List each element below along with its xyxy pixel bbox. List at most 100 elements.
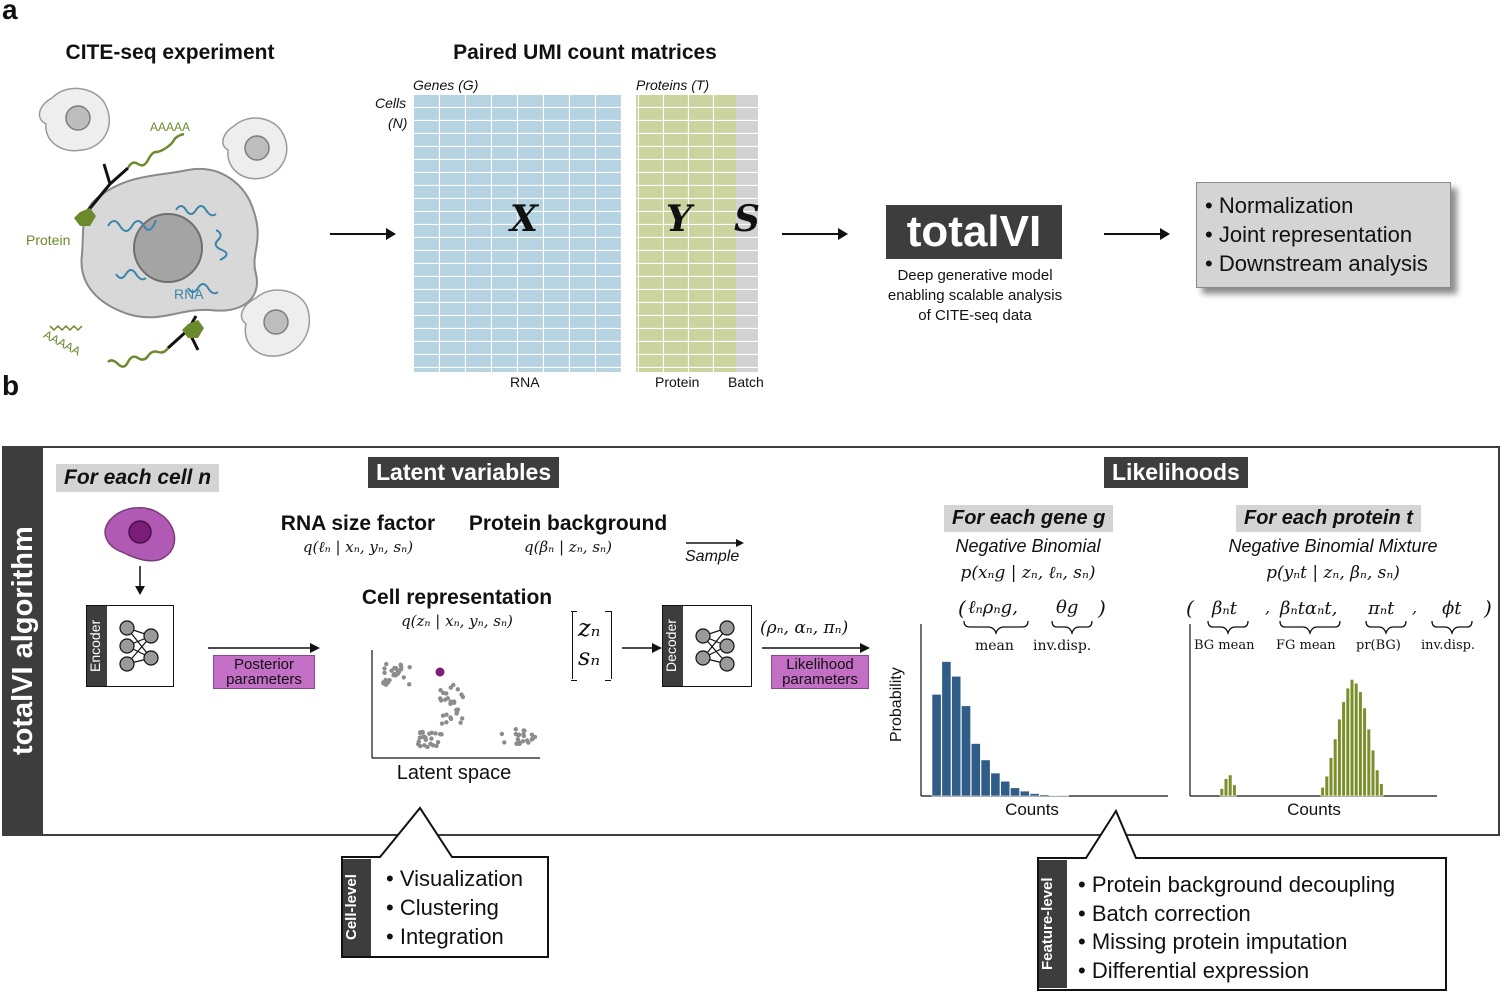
latent-point (444, 712, 449, 717)
matrix-s-symbol: S (734, 198, 760, 240)
latent-z-symbol: zₙ (578, 614, 601, 642)
protein-label: Protein (26, 232, 71, 248)
feature-level-item: Differential expression (1078, 957, 1395, 986)
outputs-box: Normalization Joint representation Downs… (1196, 182, 1451, 288)
latent-point (499, 731, 505, 737)
batch-matrix (736, 95, 758, 372)
nb-histogram-bar (1000, 780, 1011, 797)
nbm-histogram-bar (1223, 778, 1229, 797)
sample-arrow (686, 539, 744, 547)
latent-point (434, 743, 439, 749)
rna-matrix-caption: RNA (510, 374, 540, 390)
latent-s-symbol: sₙ (578, 643, 601, 671)
protein-matrix-caption: Protein (655, 374, 700, 390)
protein-background-title: Protein background (468, 512, 668, 535)
latent-point (524, 738, 530, 743)
encoder-box: Encoder (86, 605, 174, 687)
protein-distribution-label: Negative Binomial Mixture (1228, 536, 1438, 556)
latent-point (382, 666, 387, 671)
latent-point (532, 734, 538, 740)
latent-point (444, 691, 449, 696)
cell-representation-formula: q(zₙ | xₙ, yₙ, sₙ) (401, 612, 513, 630)
latent-point (433, 731, 438, 736)
decoder-label: Decoder (663, 619, 679, 673)
latent-point (435, 740, 441, 745)
latent-point (520, 739, 526, 744)
protein-param-phi: ϕt (1442, 598, 1462, 619)
posterior-parameters-label: Posterior parameters (213, 655, 315, 689)
latent-point (529, 732, 535, 737)
feature-level-list: Protein background decoupling Batch corr… (1078, 871, 1395, 985)
negative-binomial-mixture-chart (1189, 624, 1437, 797)
latent-point (460, 716, 465, 721)
nb-histogram-bar (990, 772, 1001, 797)
gene-param-braces (963, 620, 1093, 636)
latent-point (392, 666, 398, 671)
protein-matrix (636, 95, 736, 372)
likelihood-parameters-label: Likelihood parameters (771, 655, 869, 689)
latent-point (416, 739, 421, 744)
totalvi-description: Deep generative model enabling scalable … (860, 266, 1090, 326)
nbm-histogram-bar (1328, 757, 1334, 797)
latent-point (514, 741, 519, 746)
cell-level-item: Clustering (386, 893, 523, 922)
protein-params-close: ) (1484, 596, 1492, 620)
latent-point (440, 713, 446, 718)
cell-representation-title: Cell representation (361, 586, 553, 609)
panel-letter-a: a (2, 0, 18, 25)
latent-vector-bracket (572, 611, 612, 679)
latent-point (401, 675, 406, 680)
nb-histogram-bar (951, 675, 962, 797)
protein-param-braces (1207, 620, 1473, 636)
nbm-histogram-bar (1354, 682, 1359, 797)
latent-point (425, 744, 430, 750)
gene-param-mean: ℓₙρₙg, (968, 597, 1018, 618)
cell-level-title: Cell-level (343, 874, 360, 941)
gene-likelihood-formula: p(xₙg | zₙ, ℓₙ, sₙ) (960, 563, 1096, 583)
latent-point (448, 716, 454, 722)
latent-point (417, 735, 422, 740)
protein-background-formula: q(βₙ | zₙ, sₙ) (524, 538, 612, 556)
likelihood-parameters-line-2: parameters (782, 671, 858, 688)
nbm-histogram-bar (1366, 728, 1371, 797)
nbm-histogram-bar (1379, 783, 1384, 797)
nb-counts-label: Counts (1005, 800, 1059, 819)
nbm-histogram-bar (1232, 784, 1237, 797)
probability-axis-label-wrap: Probability (888, 620, 910, 790)
cite-seq-illustration (38, 87, 311, 368)
output-downstream-analysis: Downstream analysis (1205, 249, 1450, 278)
latent-point (407, 665, 412, 670)
nbm-histogram-bar (1375, 769, 1380, 797)
latent-point (459, 692, 464, 697)
gene-params-close: ) (1098, 596, 1106, 620)
latent-point (444, 720, 449, 725)
protein-param-comma-1: , (1265, 598, 1271, 617)
latent-point (451, 682, 456, 688)
decoder-box: Decoder (662, 605, 752, 687)
decoder-output-formula: (ρₙ, αₙ, πₙ) (760, 618, 849, 638)
nbm-histogram-bar (1320, 787, 1325, 797)
matrices-title: Paired UMI count matrices (453, 41, 717, 64)
encoder-label: Encoder (87, 619, 103, 673)
feature-level-item: Batch correction (1078, 900, 1395, 929)
nbm-histogram-bar (1345, 687, 1350, 797)
latent-vector-bracket-left (571, 611, 577, 681)
posterior-parameters-line-1: Posterior (233, 656, 295, 673)
latent-point (391, 672, 396, 678)
totalvi-description-line-2: enabling scalable analysis (887, 287, 1063, 304)
latent-point (418, 743, 423, 749)
latent-point (515, 737, 521, 742)
latent-point (421, 734, 426, 740)
latent-point (443, 697, 448, 702)
arrow-to-latents (208, 643, 320, 653)
nb-histogram-bar (980, 759, 991, 797)
cells-label: Cells (375, 95, 407, 111)
protein-param-comma-2: , (1412, 598, 1418, 617)
genes-label: Genes (G) (413, 77, 479, 93)
latent-point (521, 732, 526, 737)
latent-point (515, 732, 521, 738)
nbm-histogram-bar (1341, 701, 1346, 797)
gene-params-open: ( (958, 596, 966, 620)
polya-tail-label: AAAAA (150, 120, 191, 134)
totalvi-description-line-1: Deep generative model (897, 267, 1053, 284)
